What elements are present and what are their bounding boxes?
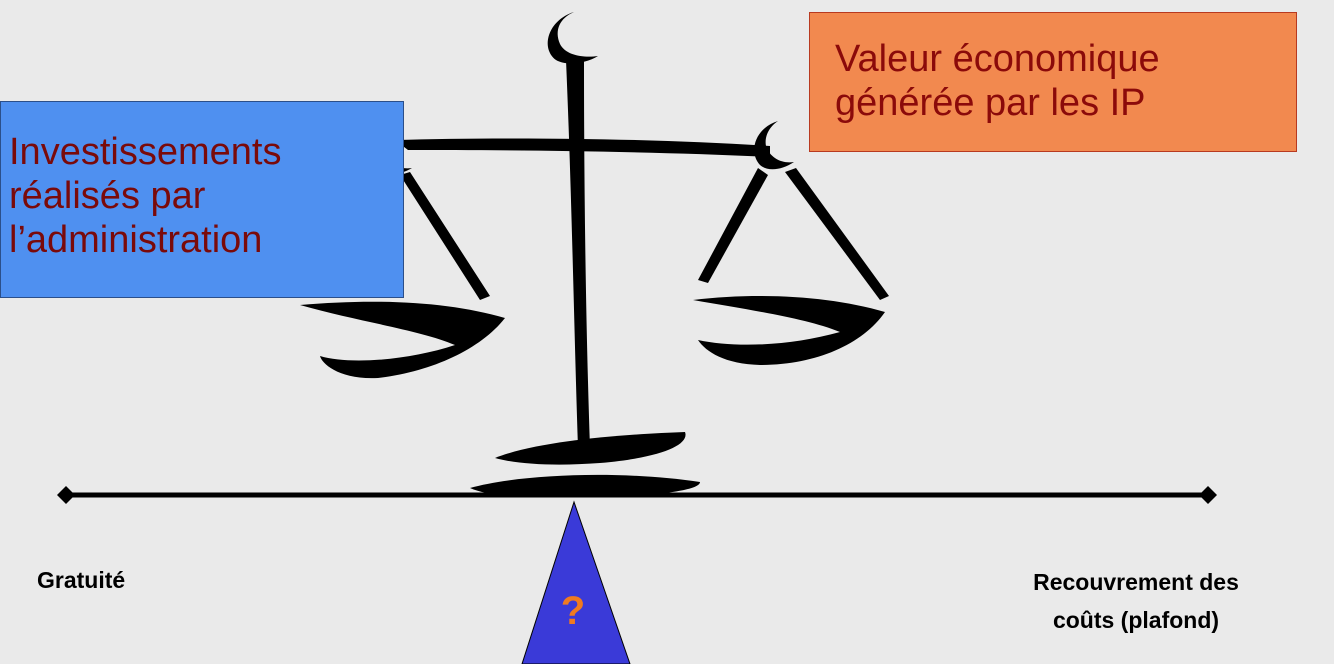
axis-right-label: Recouvrement des coûts (plafond) [985, 563, 1287, 639]
axis-right-label-line: coûts (plafond) [1052, 607, 1220, 633]
fulcrum-triangle [521, 500, 631, 664]
axis-right-label-line: Recouvrement des [1033, 569, 1239, 595]
investment-line: l’administration [9, 219, 263, 261]
axis-left-label: Gratuité [37, 567, 126, 593]
balance-scale-icon [300, 12, 889, 498]
investment-box: Investissements réalisés par l’administr… [0, 101, 404, 298]
economic-value-line: générée par les IP [835, 82, 1146, 124]
economic-value-box: Valeur économique générée par les IP [809, 12, 1297, 152]
investment-line: Investissements [9, 131, 282, 173]
economic-value-line: Valeur économique [835, 38, 1160, 80]
fulcrum-label: ? [561, 589, 585, 633]
investment-line: réalisés par [9, 175, 206, 217]
diamond-endpoint-icon [57, 486, 75, 504]
diamond-endpoint-icon [1199, 486, 1217, 504]
